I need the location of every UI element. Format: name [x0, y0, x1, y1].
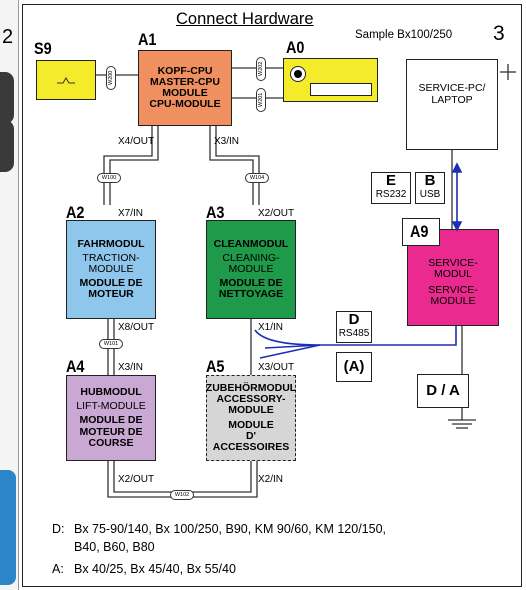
- port-a1-x3-in: X3/IN: [214, 136, 240, 147]
- service-pc-laptop: SERVICE-PC/ LAPTOP: [406, 59, 498, 150]
- interface-a-letter: (A): [343, 358, 365, 375]
- port-a5-x3-out: X3/OUT: [258, 362, 295, 373]
- interface-d-rs485: D RS485: [336, 311, 372, 343]
- a3-line-2: CLEANING-: [222, 251, 280, 264]
- port-a4-x2-out: X2/OUT: [118, 474, 155, 485]
- a5-line-1: ZUBEHÖRMODUL: [205, 382, 297, 395]
- interface-e-rs232: E RS232: [371, 172, 411, 204]
- footnote-a-key: A:: [52, 562, 64, 576]
- a4-line-5: COURSE: [88, 436, 134, 449]
- a4-line-3: MODULE DE: [79, 414, 143, 427]
- key-switch-icon: [290, 66, 306, 82]
- a3-line-5: NETTOYAGE: [218, 288, 284, 301]
- footnote-d: D: Bx 75-90/140, Bx 100/250, B90, KM 90/6…: [52, 522, 386, 536]
- a1-line-2: MASTER-CPU: [150, 75, 220, 88]
- display-slot: [310, 83, 372, 96]
- footnote-a: A: Bx 40/25, Bx 45/40, Bx 55/40: [52, 562, 236, 576]
- label-a0: A0: [286, 38, 305, 57]
- s9-switch-box: [36, 60, 96, 100]
- interface-b-name: USB: [419, 189, 441, 200]
- module-a1-cpu: KOPF-CPU MASTER-CPU MODULE CPU-MODULE: [138, 50, 232, 126]
- service-pc-line-2: LAPTOP: [431, 94, 473, 106]
- label-a1: A1: [138, 30, 157, 49]
- footnote-d-key: D:: [52, 522, 65, 536]
- a2-line-4: MODULE DE: [79, 277, 143, 289]
- a5-line-2: ACCESSORY-: [216, 393, 286, 406]
- interface-d-letter: D: [348, 311, 360, 328]
- a1-line-1: KOPF-CPU: [157, 64, 213, 77]
- page-title: Connect Hardware: [176, 10, 314, 28]
- label-a4: A4: [66, 357, 85, 376]
- page-number: 3: [493, 22, 505, 45]
- label-a9-box: A9: [402, 218, 440, 246]
- a4-line-2: LIFT-MODULE: [76, 400, 146, 413]
- interface-b-letter: B: [424, 172, 436, 189]
- wire-w100: W100: [97, 173, 121, 183]
- a1-line-4: CPU-MODULE: [149, 98, 221, 111]
- a2-line-2: TRACTION-: [82, 251, 140, 264]
- a3-line-1: CLEANMODUL: [213, 237, 289, 250]
- interface-da: D / A: [417, 374, 469, 408]
- a0-key-switch-box: [283, 58, 378, 102]
- device-blue-part: [0, 470, 16, 585]
- a2-line-1: FAHRMODUL: [77, 237, 145, 250]
- a4-line-4: MOTEUR DE: [79, 425, 143, 438]
- label-a5: A5: [206, 357, 225, 376]
- module-a3-cleaning: CLEANMODUL CLEANING- MODULE MODULE DE NE…: [206, 220, 296, 319]
- interface-e-name: RS232: [375, 189, 407, 200]
- device-knob-top: [0, 72, 14, 124]
- adjacent-page-strip: 2: [0, 0, 19, 590]
- prev-page-number: 2: [2, 26, 14, 48]
- port-a2-x8-out: X8/OUT: [118, 322, 155, 333]
- interface-a: (A): [336, 352, 372, 382]
- module-a5-accessory: ZUBEHÖRMODUL ACCESSORY- MODULE MODULE D'…: [206, 375, 296, 461]
- wire-w202: W202: [256, 57, 266, 81]
- wire-w200: W200: [106, 66, 116, 90]
- interface-b-usb: B USB: [415, 172, 445, 204]
- a2-line-5: MOTEUR: [88, 288, 134, 301]
- port-a4-x3-in: X3/IN: [118, 362, 144, 373]
- label-a9: A9: [410, 222, 429, 241]
- port-a2-x7-in: X7/IN: [118, 208, 144, 219]
- port-a5-x2-in: X2/IN: [258, 474, 284, 485]
- a3-line-3: MODULE: [228, 262, 274, 275]
- wire-w102: W102: [170, 490, 194, 500]
- a5-line-3: MODULE: [228, 404, 274, 417]
- label-s9: S9: [34, 39, 52, 58]
- a3-line-4: MODULE DE: [219, 277, 283, 289]
- wire-w104: W104: [245, 173, 269, 183]
- a1-line-3: MODULE: [162, 87, 208, 99]
- port-a1-x4-out: X4/OUT: [118, 136, 155, 147]
- module-a4-lift: HUBMODUL LIFT-MODULE MODULE DE MOTEUR DE…: [66, 375, 156, 461]
- footnote-d-text1: Bx 75-90/140, Bx 100/250, B90, KM 90/60,…: [74, 522, 387, 536]
- module-a2-traction: FAHRMODUL TRACTION- MODULE MODULE DE MOT…: [66, 220, 156, 319]
- port-a3-x2-out: X2/OUT: [258, 208, 295, 219]
- label-a3: A3: [206, 203, 225, 222]
- interface-d-name: RS485: [338, 328, 370, 339]
- device-knob-bottom: [0, 120, 14, 172]
- switch-icon: [57, 77, 75, 84]
- a5-line-5: D' ACCESSOIRES: [212, 429, 290, 453]
- wire-w101: W101: [99, 339, 123, 349]
- sample-label: Sample Bx100/250: [355, 29, 453, 41]
- a4-line-1: HUBMODUL: [80, 386, 142, 399]
- service-pc-line-1: SERVICE-PC/: [418, 82, 486, 94]
- interface-e-letter: E: [385, 172, 396, 189]
- interface-da-letter: D / A: [426, 382, 460, 399]
- footnote-a-text: Bx 40/25, Bx 45/40, Bx 55/40: [74, 562, 236, 576]
- a5-line-4: MODULE: [228, 418, 274, 431]
- label-a2: A2: [66, 203, 85, 222]
- a2-line-3: MODULE: [88, 262, 134, 275]
- footnote-d-text2: B40, B60, B80: [74, 540, 155, 554]
- wire-w201: W201: [256, 88, 266, 112]
- port-a3-x1-in: X1/IN: [258, 322, 284, 333]
- diagram-frame: [22, 4, 522, 587]
